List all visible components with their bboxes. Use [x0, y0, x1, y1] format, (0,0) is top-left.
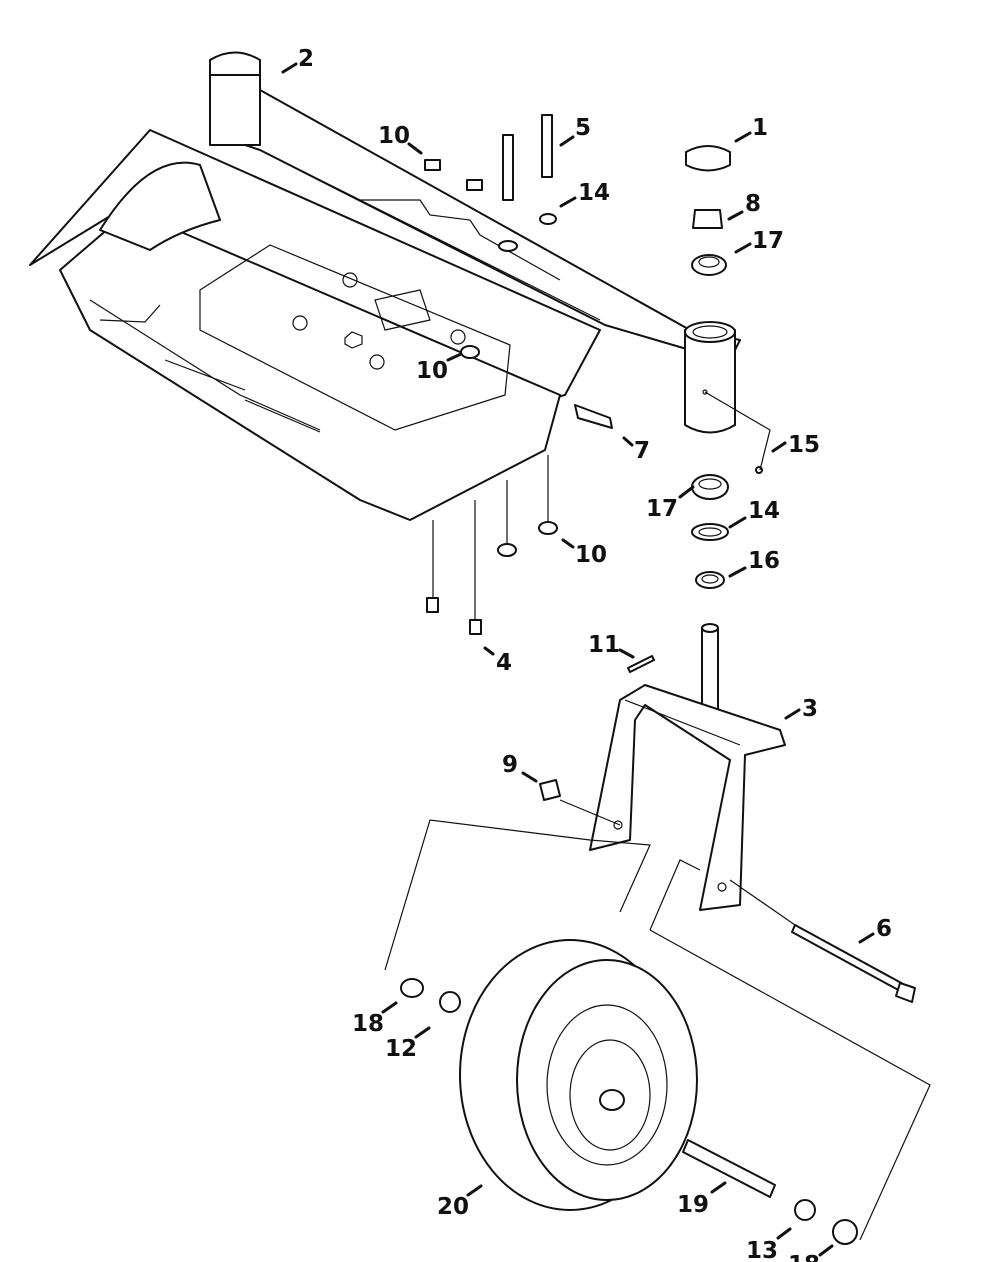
callout-12: 14 [748, 498, 780, 524]
callout-11: 11 [588, 632, 620, 658]
dust-cap [685, 145, 731, 172]
bearing-seal [691, 523, 729, 541]
mower-frame [29, 129, 601, 521]
callout-2: 2 [298, 46, 314, 72]
axle-bolt [791, 924, 916, 1003]
washers-spacers [400, 978, 858, 1245]
wheel-bushing [682, 1139, 776, 1198]
callout-10: 10 [575, 542, 607, 568]
caster-spindle [627, 623, 719, 717]
callout-9: 9 [502, 752, 518, 778]
callout-14: 12 [385, 1036, 417, 1062]
lower-bearing [691, 474, 729, 500]
axle-hardware [424, 114, 763, 474]
callout-8: 8 [745, 191, 761, 217]
callout-7: 7 [634, 438, 650, 464]
callout-13: 14 [578, 180, 610, 206]
callout-3: 3 [802, 696, 818, 722]
callout-17: 17 [646, 496, 678, 522]
front-axle [209, 51, 741, 361]
callout-17: 17 [752, 228, 784, 254]
lower-bolts [426, 455, 558, 635]
callout-18: 18 [788, 1252, 820, 1262]
callout-19: 19 [677, 1192, 709, 1218]
callout-4: 4 [496, 650, 512, 676]
upper-bearing [691, 254, 727, 276]
caster-fork [589, 684, 786, 911]
callout-6: 6 [876, 916, 892, 942]
callout-14: 13 [746, 1238, 778, 1262]
callout-10: 10 [416, 358, 448, 384]
spindle-housing [684, 321, 736, 434]
caster-wheel [459, 939, 698, 1211]
spindle-spacer [695, 571, 725, 589]
castle-nut [692, 209, 723, 229]
callout-15: 15 [788, 432, 820, 458]
reference-lines [384, 391, 931, 1241]
callout-18: 18 [352, 1011, 384, 1037]
lock-nut [539, 779, 561, 801]
callout-10: 10 [378, 123, 410, 149]
callout-labels: 2 1 10 5 14 8 17 10 7 15 17 14 16 10 4 1… [298, 46, 892, 1262]
callout-16: 16 [748, 548, 780, 574]
callout-leaders [281, 62, 875, 1257]
callout-20: 20 [437, 1194, 469, 1220]
callout-1: 1 [752, 115, 768, 141]
callout-5: 5 [575, 115, 591, 141]
